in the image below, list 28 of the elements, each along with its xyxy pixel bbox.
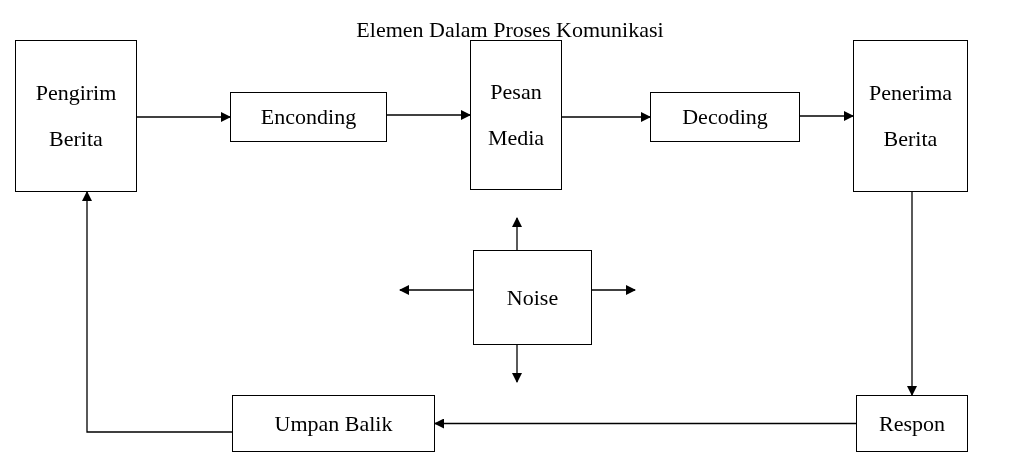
diagram-title: Elemen Dalam Proses Komunikasi <box>355 16 665 44</box>
process-box <box>230 92 387 142</box>
box-label: Penerima Berita <box>867 79 954 153</box>
arrow <box>434 418 857 429</box>
process-box <box>853 40 968 192</box>
arrow <box>82 191 233 433</box>
process-box <box>856 395 968 452</box>
process-box <box>473 250 592 345</box>
process-box <box>232 395 435 452</box>
arrow <box>561 112 651 122</box>
box-label: Pesan Media <box>486 78 546 152</box>
arrow <box>591 285 636 295</box>
arrow <box>799 111 854 121</box>
arrow <box>907 191 917 396</box>
arrow <box>136 112 231 122</box>
process-box <box>650 92 800 142</box>
box-label: Enconding <box>260 103 357 131</box>
arrow <box>399 285 474 295</box>
box-label: Umpan Balik <box>274 409 393 438</box>
arrow <box>512 217 522 251</box>
box-label: Pengirim Berita <box>34 79 118 153</box>
box-label: Decoding <box>682 103 768 131</box>
arrow <box>386 110 471 120</box>
box-label: Respon <box>879 409 945 438</box>
box-label: Noise <box>506 283 559 312</box>
process-box <box>470 40 562 190</box>
arrow <box>512 344 522 383</box>
process-box <box>15 40 137 192</box>
